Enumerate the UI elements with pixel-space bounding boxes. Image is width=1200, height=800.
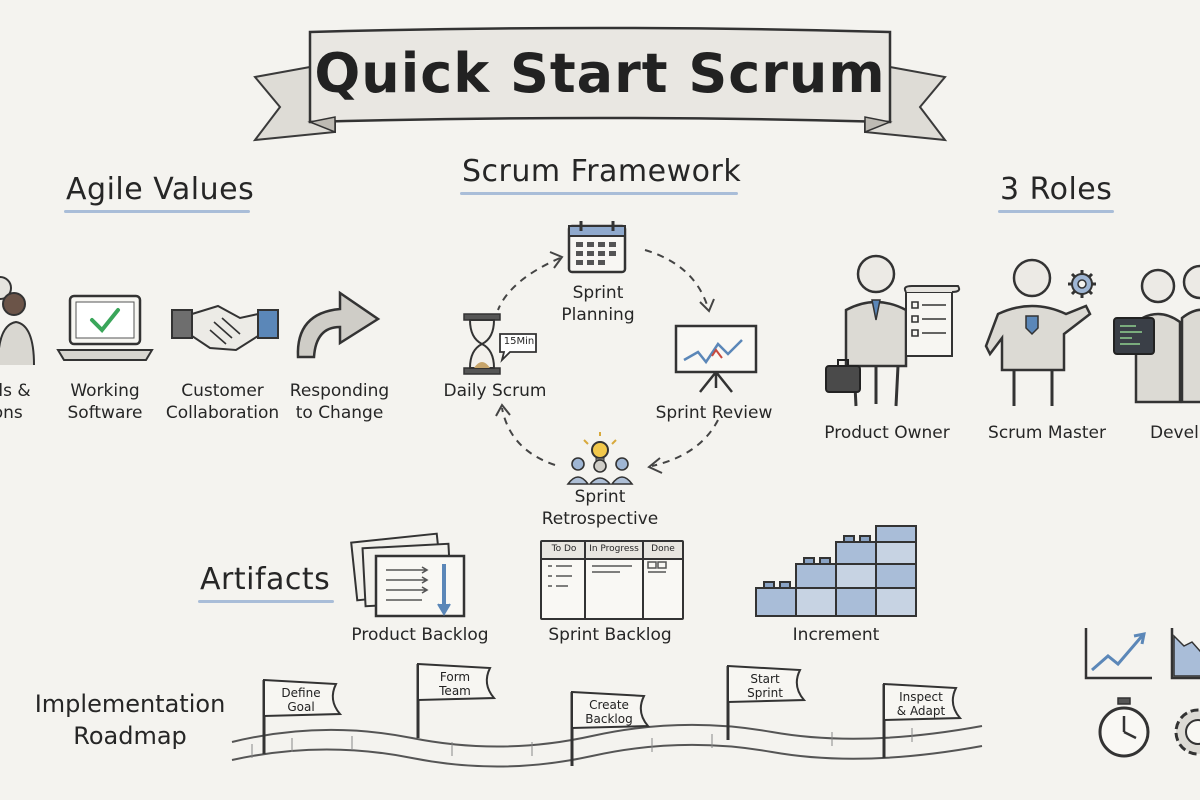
gear-clock-icon	[1168, 696, 1200, 760]
event-label-sprint-retrospective: Sprint Retrospective	[541, 487, 659, 529]
event-label-sprint-review: Sprint Review	[655, 403, 773, 423]
event-label-daily-scrum: Daily Scrum	[443, 381, 547, 401]
cycle-arrows	[420, 210, 800, 510]
idea-team-icon	[560, 432, 640, 484]
agile-values-heading: Agile Values	[66, 172, 255, 207]
milestone-define-goal: Define Goal	[281, 686, 321, 714]
artifacts-heading: Artifacts	[200, 562, 331, 597]
flag-define-goal	[258, 676, 348, 756]
roadmap-path	[232, 680, 982, 780]
title-banner	[250, 22, 950, 152]
laptop-check-icon	[56, 292, 154, 364]
flag-create-backlog	[566, 688, 656, 768]
backlog-cards-icon	[352, 524, 470, 624]
milestone-inspect-adapt: Inspect & Adapt	[896, 690, 946, 718]
board-column-in-progress: In Progress	[589, 544, 639, 554]
flag-form-team	[412, 660, 502, 740]
roadmap-heading: Implementation Roadmap	[34, 690, 226, 750]
people-icon	[0, 270, 50, 370]
scrum-framework-heading: Scrum Framework	[462, 154, 742, 189]
speech-bubble-icon	[496, 330, 540, 362]
milestone-form-team: Form Team	[439, 670, 471, 698]
role-label-developers: Devel	[1150, 423, 1199, 443]
milestone-create-backlog: Create Backlog	[585, 698, 633, 726]
daily-scrum-timebox: 15Min	[503, 336, 535, 347]
agile-value-label-4: Responding to Change	[289, 381, 390, 423]
board-column-todo: To Do	[551, 544, 577, 554]
agile-value-label-2: Working Software	[67, 381, 143, 423]
artifact-label-product-backlog: Product Backlog	[351, 625, 489, 645]
role-label-scrum-master: Scrum Master	[988, 423, 1106, 443]
developers-icon	[1112, 262, 1200, 412]
event-label-sprint-planning: Sprint Planning	[561, 283, 635, 325]
agile-value-label-3: Customer Collaboration	[165, 381, 280, 423]
roles-heading: 3 Roles	[1000, 172, 1113, 207]
artifact-label-increment: Increment	[792, 625, 880, 645]
product-owner-icon	[822, 254, 962, 410]
milestone-start-sprint: Start Sprint	[747, 672, 783, 700]
hourglass-icon	[462, 312, 502, 376]
role-label-product-owner: Product Owner	[824, 423, 950, 443]
artifact-label-sprint-backlog: Sprint Backlog	[548, 625, 672, 645]
page-title: Quick Start Scrum	[314, 42, 886, 105]
building-blocks-icon	[752, 524, 922, 620]
agile-value-label-1: als & ions	[0, 381, 31, 423]
flag-inspect-adapt	[878, 680, 968, 760]
presentation-chart-icon	[672, 322, 760, 394]
burndown-chart-icon	[1168, 626, 1200, 682]
task-board-icon: To Do In Progress Done	[540, 540, 684, 620]
curved-arrow-icon	[292, 285, 382, 361]
growth-chart-icon	[1082, 626, 1154, 682]
board-column-done: Done	[651, 544, 675, 554]
scrum-master-icon	[986, 258, 1096, 406]
handshake-icon	[170, 292, 280, 362]
flag-start-sprint	[722, 662, 812, 742]
stopwatch-icon	[1096, 696, 1152, 760]
calendar-icon	[566, 221, 628, 276]
